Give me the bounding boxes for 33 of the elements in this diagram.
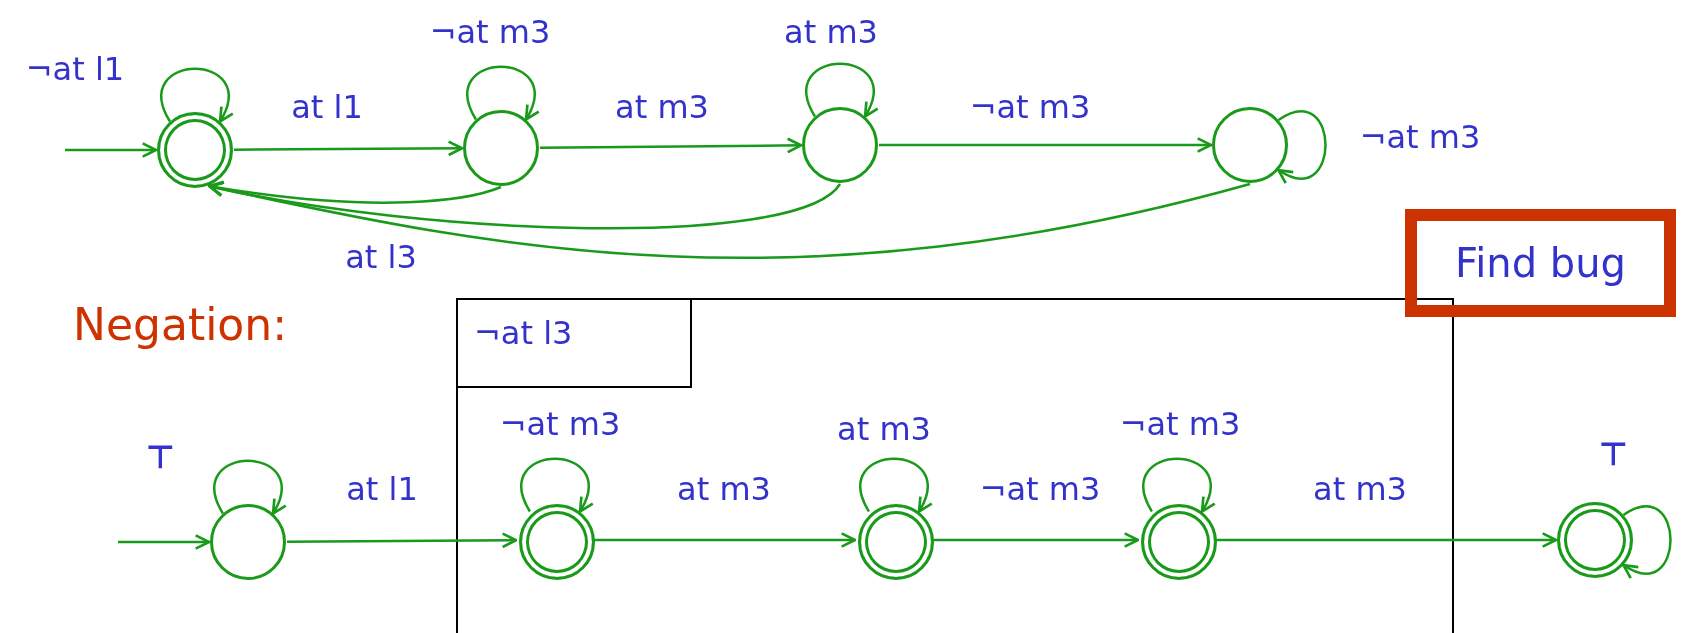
transition-arrow <box>208 180 502 204</box>
accepting-state-circle <box>858 504 934 580</box>
region-frame <box>456 298 1454 633</box>
transition-arrow <box>879 137 1213 153</box>
self-loop-arrow <box>805 62 878 118</box>
accepting-state-circle <box>519 504 595 580</box>
self-loop-arrow <box>1622 505 1672 579</box>
transition-arrow <box>1216 532 1558 548</box>
self-loop-arrow <box>466 65 539 121</box>
self-loop-arrow <box>859 457 932 513</box>
accepting-state-circle <box>1557 502 1633 578</box>
self-loop-arrow <box>520 457 593 513</box>
transition-arrow <box>594 532 857 548</box>
state-circle <box>1212 107 1288 183</box>
transition-arrow <box>287 532 518 549</box>
state-circle <box>463 110 539 186</box>
self-loop-arrow <box>1277 110 1327 184</box>
self-loop-arrow <box>1142 457 1215 513</box>
transition-arrow <box>208 181 1251 259</box>
transition-arrow <box>933 532 1140 548</box>
accepting-state-circle <box>1141 504 1217 580</box>
section-heading: Negation: <box>72 300 288 350</box>
state-circle <box>802 107 878 183</box>
transition-arrow <box>65 142 158 158</box>
region-heading: ¬at l3 <box>456 298 692 388</box>
transition-arrow <box>540 137 803 154</box>
callout-box: Find bug <box>1405 209 1676 317</box>
transition-arrow <box>234 140 464 157</box>
self-loop-arrow <box>160 67 233 123</box>
accepting-state-circle <box>157 112 233 188</box>
transition-arrow <box>118 534 211 550</box>
self-loop-arrow <box>213 459 286 515</box>
state-circle <box>210 504 286 580</box>
